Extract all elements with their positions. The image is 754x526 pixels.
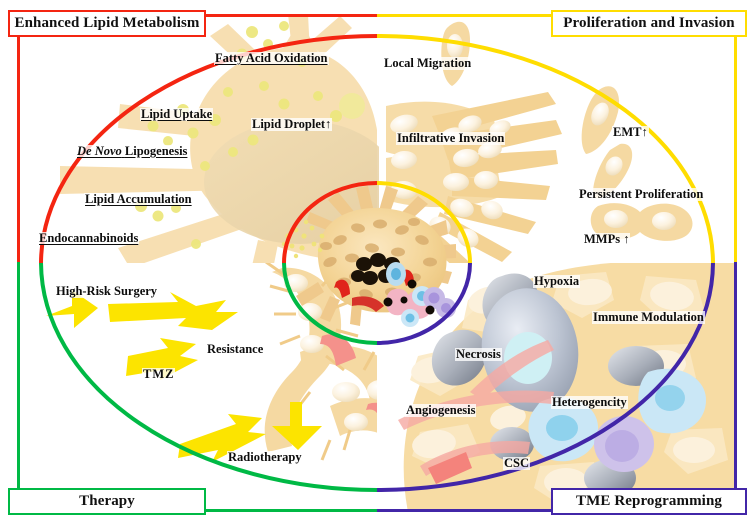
- immune-cell: [594, 416, 654, 472]
- label-lipid-accumulation: Lipid Accumulation: [84, 192, 193, 207]
- arc-top-right: [376, 34, 715, 264]
- label-fatty-acid-oxidation: Fatty Acid Oxidation: [214, 51, 329, 66]
- quadrant-title-text: TME Reprogramming: [576, 493, 722, 509]
- label-endocannabinoids: Endocannabinoids: [38, 231, 140, 246]
- label-persistent-proliferation: Persistent Proliferation: [578, 187, 705, 202]
- label-csc: CSC: [503, 456, 531, 471]
- inner-arc-bl: [282, 262, 378, 345]
- quadrant-title-text: Therapy: [79, 493, 135, 509]
- inner-arc-br: [376, 262, 472, 345]
- migrating-cell: [581, 86, 620, 154]
- quadrant-title-text: Proliferation and Invasion: [563, 15, 735, 31]
- quadrant-title-therapy: Therapy: [8, 488, 206, 515]
- label-hypoxia: Hypoxia: [533, 274, 581, 289]
- up-arrow-icon: ↑: [641, 125, 648, 139]
- label-local-migration: Local Migration: [383, 56, 473, 71]
- dividing-cell: [590, 203, 693, 241]
- label-immune-modulation: Immune Modulation: [592, 310, 705, 325]
- arc-top-left: [39, 34, 378, 264]
- immune-cell: [638, 368, 706, 434]
- centre-immune-cells: [383, 262, 456, 327]
- quadrant-title-enhanced-lipid-metabolism: Enhanced Lipid Metabolism: [8, 10, 206, 37]
- label-lipid-droplet: Lipid Droplet↑: [251, 117, 333, 132]
- migrating-cell: [593, 143, 633, 199]
- label-mmps: MMPs ↑: [583, 232, 631, 247]
- label-infiltrative-invasion: Infiltrative Invasion: [396, 131, 506, 146]
- therapy-arrow: [46, 290, 322, 462]
- label-radiotherapy: Radiotherapy: [227, 450, 303, 465]
- arc-bottom-left: [39, 262, 378, 492]
- up-arrow-icon: ↑: [325, 117, 332, 131]
- quadrant-arcs: [39, 34, 715, 492]
- central-tumour-mass: [281, 186, 456, 327]
- label-de-novo-lipogenesis: De Novo Lipogenesis: [76, 144, 189, 159]
- migrating-cell: [441, 21, 470, 87]
- inner-arc-tr: [376, 181, 472, 264]
- artwork-therapy: [46, 263, 379, 462]
- label-lipid-uptake: Lipid Uptake: [140, 107, 214, 122]
- inner-arc-tl: [282, 181, 378, 264]
- label-emt: EMT↑: [612, 125, 649, 140]
- blood-vessel: [398, 340, 554, 476]
- quadrant-title-proliferation-and-invasion: Proliferation and Invasion: [551, 10, 747, 37]
- label-emt-text: EMT: [613, 125, 642, 139]
- label-resistance: Resistance: [206, 342, 265, 357]
- label-angiogenesis: Angiogenesis: [405, 403, 477, 418]
- label-lipogenesis-text: Lipogenesis: [124, 144, 188, 158]
- quadrant-title-tme-reprogramming: TME Reprogramming: [551, 488, 747, 515]
- quadrant-title-text: Enhanced Lipid Metabolism: [14, 15, 200, 31]
- label-tmz: TMZ: [142, 367, 176, 382]
- label-necrosis: Necrosis: [455, 347, 502, 362]
- label-high-risk-surgery: High-Risk Surgery: [55, 284, 159, 299]
- label-mmps-text: MMPs: [584, 232, 621, 246]
- label-lipid-droplet-text: Lipid Droplet: [252, 117, 326, 131]
- label-de-novo-italic: De Novo: [77, 144, 122, 158]
- label-heterogencity: Heterogencity: [551, 395, 628, 410]
- up-arrow-icon: ↑: [623, 232, 630, 246]
